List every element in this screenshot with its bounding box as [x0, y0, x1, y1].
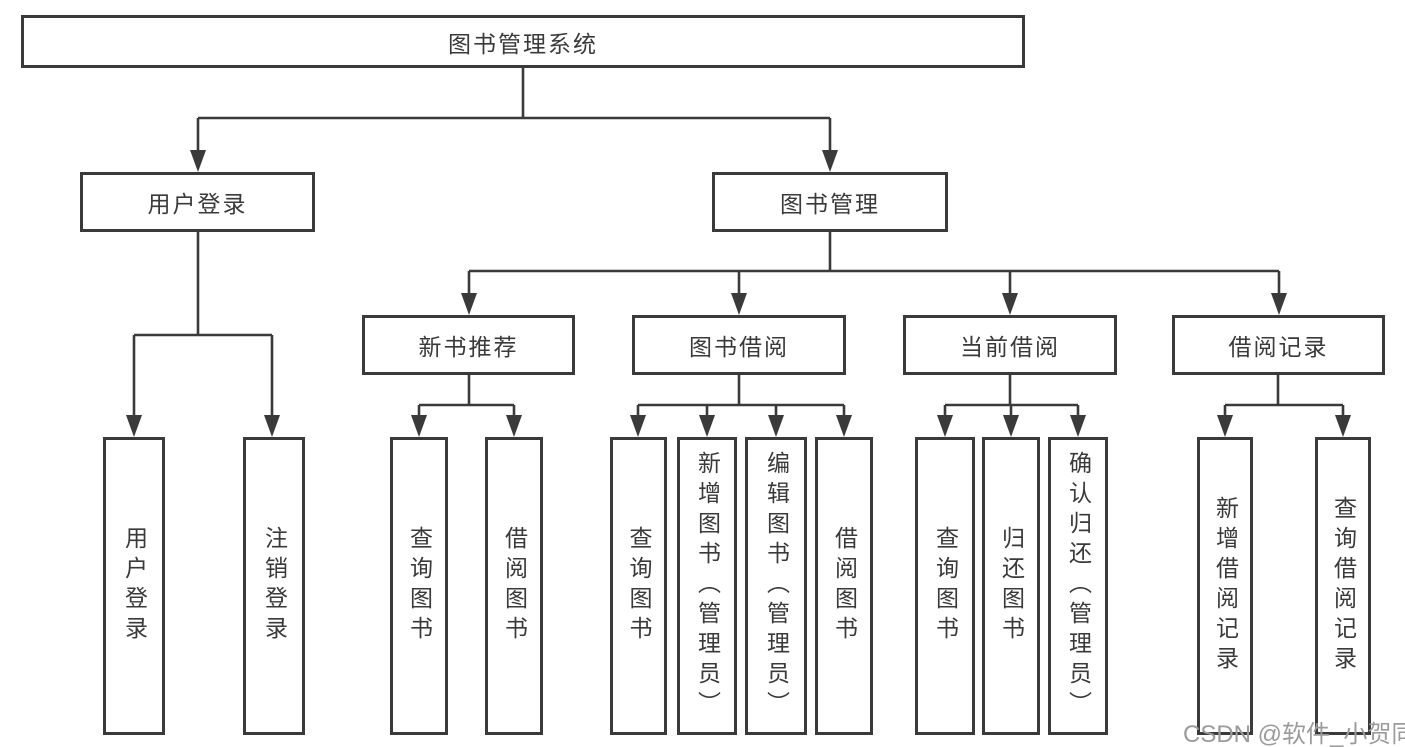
arrowhead-icon	[461, 293, 477, 315]
csdn-watermark: CSDN @软件_小贺同学	[1183, 721, 1405, 747]
node-book-borrowing: 图书借阅	[632, 315, 846, 375]
node-current-borrowing: 当前借阅	[903, 315, 1117, 375]
arrowhead-icon	[506, 415, 522, 437]
node-library-management-system: 图书管理系统	[21, 15, 1025, 68]
leaf-user-login: 用户登录	[103, 437, 165, 735]
arrowhead-icon	[1217, 415, 1233, 437]
edge-book-mgmt-to-level3	[467, 232, 1281, 300]
node-user-login: 用户登录	[80, 172, 315, 232]
node-borrowing-records: 借阅记录	[1172, 315, 1385, 375]
edge-book-borrow-to-leaves	[636, 375, 846, 422]
leaf-edit-books-admin: 编辑图书（管理员）	[745, 437, 807, 735]
arrowheads	[126, 150, 1351, 437]
arrowhead-icon	[190, 150, 206, 172]
leaf-logout: 注销登录	[243, 437, 305, 735]
arrowhead-icon	[1002, 293, 1018, 315]
arrowhead-icon	[264, 415, 280, 437]
arrowhead-icon	[937, 415, 953, 437]
arrowhead-icon	[731, 293, 747, 315]
arrowhead-icon	[1003, 415, 1019, 437]
tree-edges	[132, 68, 1345, 422]
arrowhead-icon	[822, 150, 838, 172]
edge-user-login-to-leaves	[132, 232, 274, 422]
arrowhead-icon	[411, 415, 427, 437]
node-book-management: 图书管理	[712, 172, 948, 232]
edge-root-to-level2	[196, 68, 832, 157]
arrowhead-icon	[126, 415, 142, 437]
leaf-query-books: 查询图书	[390, 437, 448, 735]
leaf-borrow-books: 借阅图书	[485, 437, 543, 735]
leaf-return-books: 归还图书	[982, 437, 1040, 735]
arrowhead-icon	[630, 415, 646, 437]
node-new-book-recommendation: 新书推荐	[362, 315, 575, 375]
leaf-borrow-books: 借阅图书	[815, 437, 873, 735]
arrowhead-icon	[1335, 415, 1351, 437]
leaf-confirm-return-admin: 确认归还（管理员）	[1048, 437, 1108, 735]
edge-borrow-records-to-leaves	[1223, 375, 1345, 422]
leaf-query-books: 查询图书	[915, 437, 975, 735]
arrowhead-icon	[699, 415, 715, 437]
arrowhead-icon	[836, 415, 852, 437]
leaf-query-books: 查询图书	[610, 437, 667, 735]
leaf-add-books-admin: 新增图书（管理员）	[677, 437, 737, 735]
leaf-add-borrow-record: 新增借阅记录	[1197, 437, 1253, 735]
edge-current-borrow-to-leaves	[943, 375, 1080, 422]
arrowhead-icon	[1070, 415, 1086, 437]
edge-new-book-to-leaves	[417, 375, 516, 422]
arrowhead-icon	[1271, 293, 1287, 315]
arrowhead-icon	[768, 415, 784, 437]
leaf-query-borrow-record: 查询借阅记录	[1315, 437, 1371, 735]
